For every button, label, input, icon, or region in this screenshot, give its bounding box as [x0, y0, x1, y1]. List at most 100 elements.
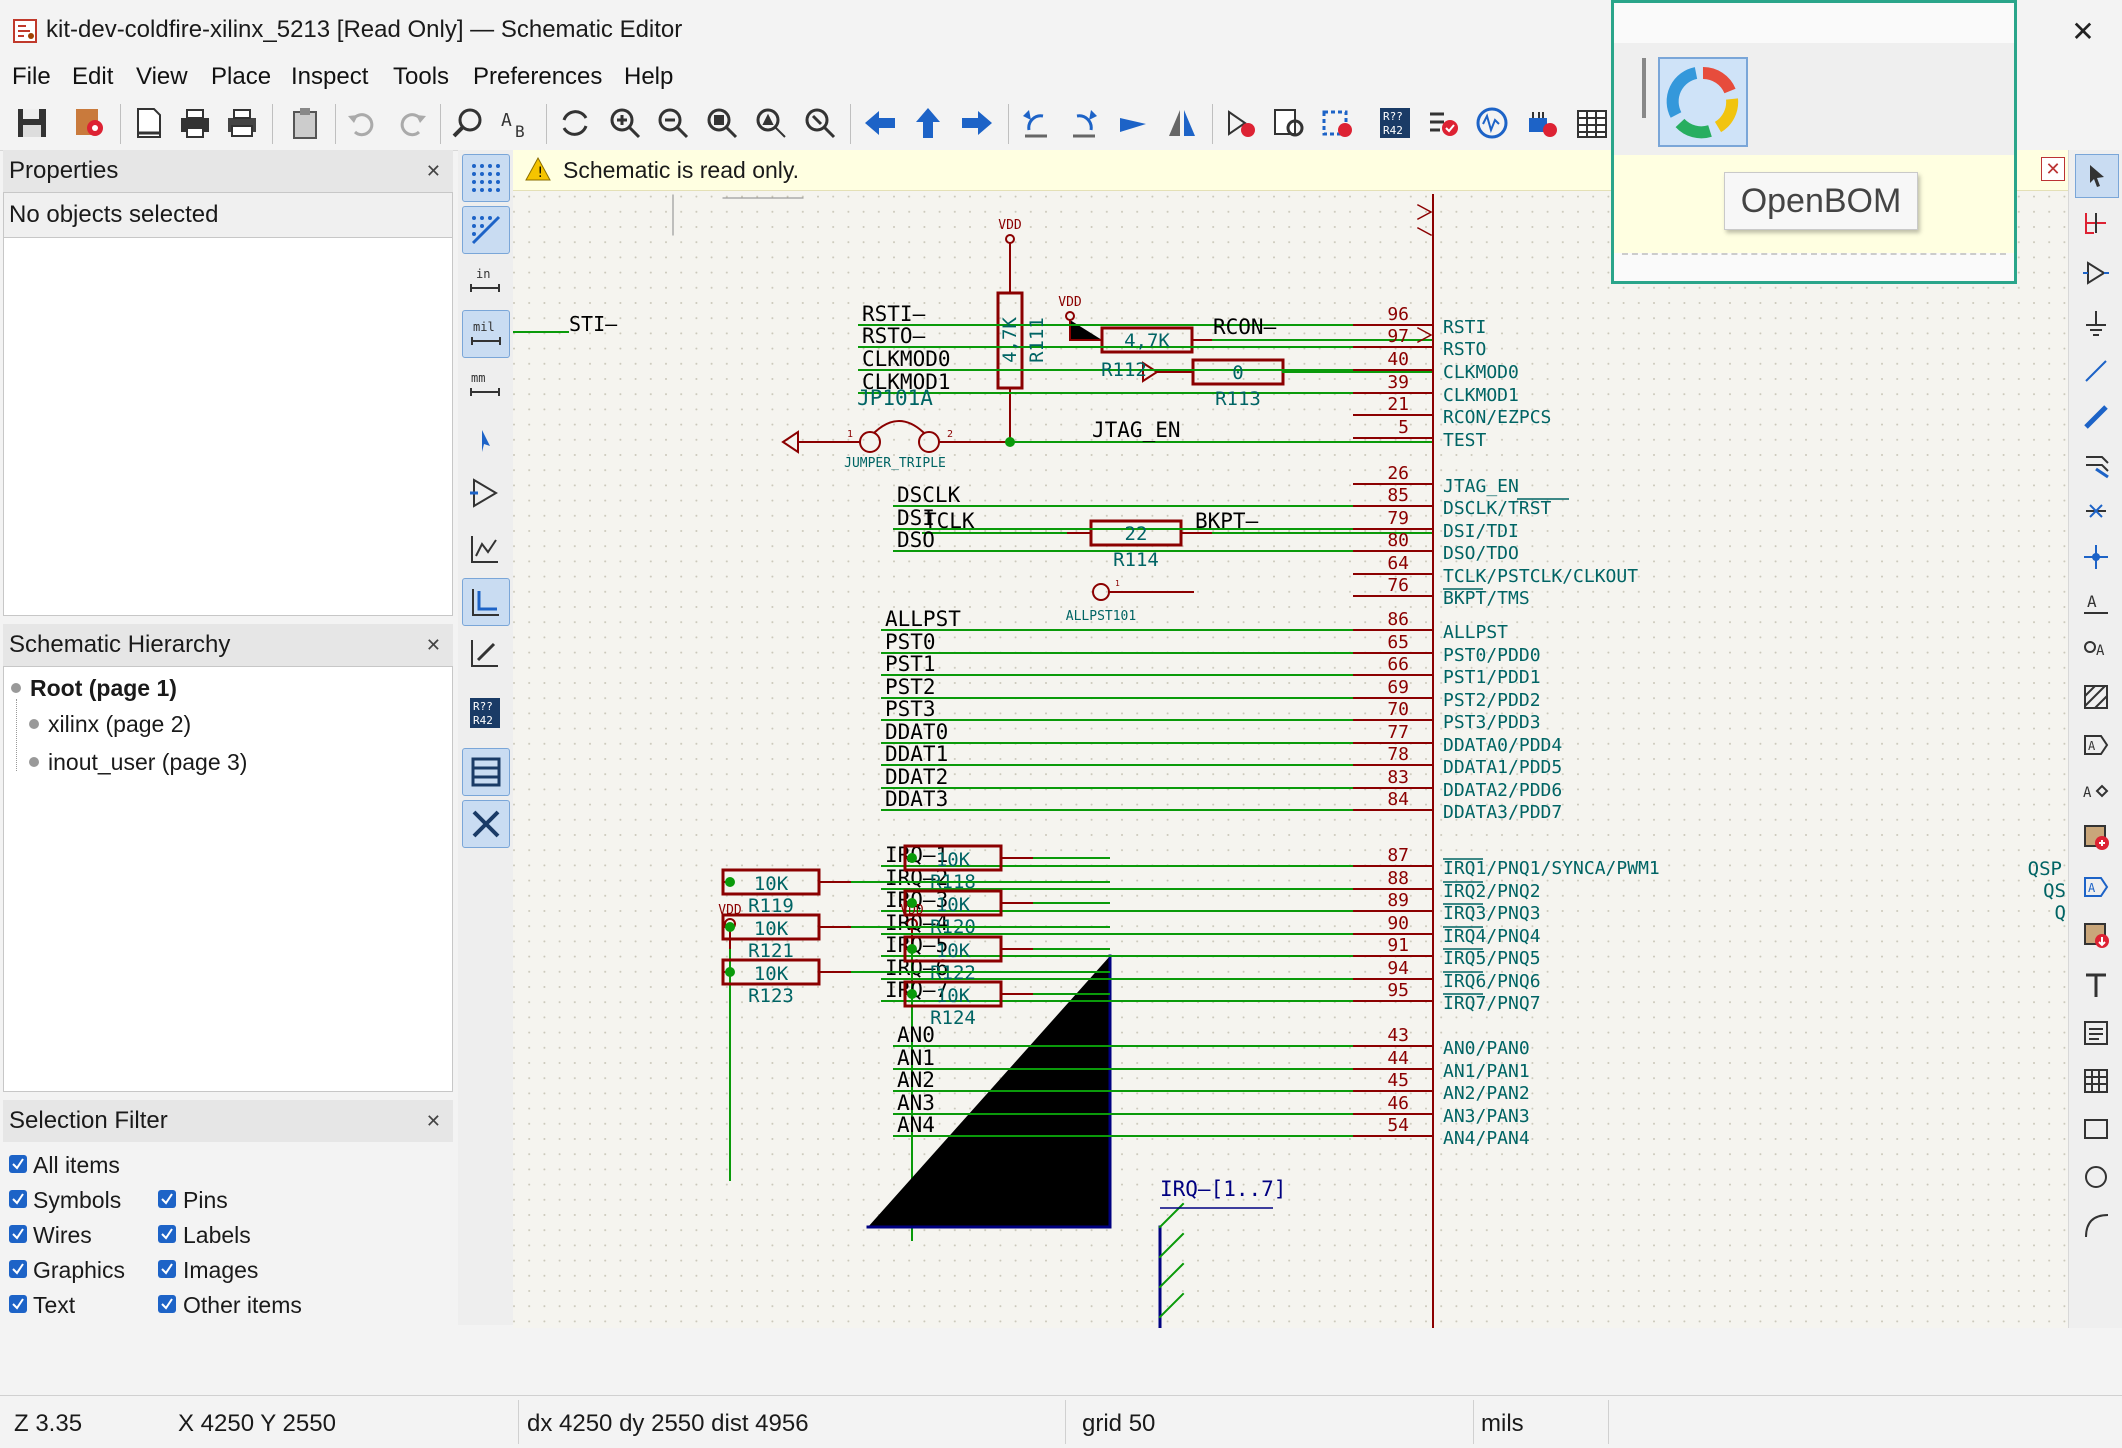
net-class-icon[interactable]: A: [2075, 628, 2117, 670]
simulator-icon[interactable]: [1472, 102, 1512, 144]
line-mode-45-icon[interactable]: [462, 630, 508, 676]
rotate-ccw-icon[interactable]: [1016, 102, 1056, 144]
pcb-editor-icon[interactable]: [1522, 102, 1562, 144]
resistor-ref: R111: [1026, 317, 1048, 363]
grid-toggle-icon[interactable]: [462, 154, 510, 202]
highlight-net-icon[interactable]: [2075, 202, 2117, 244]
zoom-selection-icon[interactable]: [800, 102, 840, 144]
zoom-objects-icon[interactable]: [751, 102, 791, 144]
close-infobar-icon[interactable]: ✕: [2041, 157, 2065, 181]
circle-icon[interactable]: [2075, 1156, 2117, 1198]
hier-sheet-icon[interactable]: [2075, 816, 2117, 858]
hierarchy-item-xilinx[interactable]: xilinx (page 2): [48, 711, 192, 737]
checkbox-text[interactable]: [9, 1295, 27, 1313]
mirror-vertical-icon[interactable]: [1113, 102, 1153, 144]
menu-preferences[interactable]: Preferences: [473, 63, 603, 90]
arc-icon[interactable]: [2075, 1204, 2117, 1246]
bus-entry-icon[interactable]: [2075, 444, 2117, 486]
navigate-forward-icon[interactable]: [957, 102, 997, 144]
close-selection-filter-icon[interactable]: ✕: [425, 1111, 441, 1131]
plot-icon[interactable]: [222, 102, 262, 144]
net-label-icon[interactable]: A: [2075, 582, 2117, 624]
hier-label-icon[interactable]: A: [2075, 770, 2117, 812]
hierarchy-item-inout-user[interactable]: inout_user (page 3): [48, 749, 248, 775]
checkbox-pins[interactable]: [158, 1190, 176, 1208]
paste-icon[interactable]: [285, 102, 325, 144]
place-symbol-icon[interactable]: [2075, 252, 2117, 294]
symbol-editor-icon[interactable]: [1220, 102, 1260, 144]
refresh-icon[interactable]: [555, 102, 595, 144]
bom-icon[interactable]: [1572, 102, 1612, 144]
sheet-pin-icon[interactable]: A: [2075, 866, 2117, 908]
text-icon[interactable]: [2075, 964, 2117, 1006]
units-inches-icon[interactable]: in: [462, 258, 508, 304]
menu-help[interactable]: Help: [624, 63, 674, 90]
draw-wire-icon[interactable]: [2075, 350, 2117, 392]
redo-icon[interactable]: [392, 102, 432, 144]
line-mode-90-icon[interactable]: [462, 578, 510, 626]
print-icon[interactable]: [175, 102, 215, 144]
hierarchy-navigator-icon[interactable]: [462, 748, 510, 796]
checkbox-graphics[interactable]: [9, 1260, 27, 1278]
checkbox-symbols[interactable]: [9, 1190, 27, 1208]
show-pin-types-icon[interactable]: [462, 470, 508, 516]
place-power-icon[interactable]: [2075, 302, 2117, 344]
navigate-back-icon[interactable]: [860, 102, 900, 144]
properties-toggle-icon[interactable]: [462, 800, 510, 848]
annotation-toggle-icon[interactable]: R??R42: [462, 690, 508, 736]
close-properties-icon[interactable]: ✕: [425, 161, 441, 181]
close-hierarchy-icon[interactable]: ✕: [425, 635, 441, 655]
checkbox-wires[interactable]: [9, 1225, 27, 1243]
zoom-in-icon[interactable]: [605, 102, 645, 144]
openbom-plugin-button[interactable]: [1658, 57, 1748, 147]
menu-tools[interactable]: Tools: [393, 63, 450, 90]
global-label-icon[interactable]: A: [2075, 724, 2117, 766]
hierarchy-panel-header: Schematic Hierarchy ✕: [3, 624, 453, 666]
undo-icon[interactable]: [342, 102, 382, 144]
jumper-ref: JP101A: [857, 386, 933, 410]
no-connect-icon[interactable]: [2075, 490, 2117, 532]
junction-icon[interactable]: [2075, 536, 2117, 578]
checkbox-labels[interactable]: [158, 1225, 176, 1243]
erc-icon[interactable]: [1423, 102, 1463, 144]
rule-area-icon[interactable]: [2075, 676, 2117, 718]
save-icon[interactable]: [12, 102, 52, 144]
menu-view[interactable]: View: [136, 63, 188, 90]
zoom-fit-icon[interactable]: [702, 102, 742, 144]
grid-overrides-icon[interactable]: [462, 206, 510, 254]
schematic-setup-icon[interactable]: [70, 102, 110, 144]
cursor-crosshair-icon[interactable]: [462, 418, 508, 464]
import-sheet-pin-icon[interactable]: [2075, 914, 2117, 956]
navigate-up-icon[interactable]: [908, 102, 948, 144]
line-mode-free-icon[interactable]: [462, 526, 508, 572]
menu-file[interactable]: File: [12, 63, 51, 90]
find-icon[interactable]: [448, 102, 488, 144]
footprint-assign-icon[interactable]: [1317, 102, 1357, 144]
pin-name: ALLPST: [1443, 622, 1508, 643]
rotate-cw-icon[interactable]: [1064, 102, 1104, 144]
menu-place[interactable]: Place: [211, 63, 272, 90]
annotate-icon[interactable]: R??R42: [1375, 102, 1415, 144]
textbox-icon[interactable]: [2075, 1012, 2117, 1054]
status-grid: grid 50: [1082, 1410, 1156, 1437]
menu-edit[interactable]: Edit: [72, 63, 114, 90]
close-window-button[interactable]: ✕: [2071, 16, 2095, 47]
checkbox-other-items[interactable]: [158, 1295, 176, 1313]
checkbox-images[interactable]: [158, 1260, 176, 1278]
table-icon[interactable]: [2075, 1060, 2117, 1102]
units-mils-icon[interactable]: mil: [462, 310, 510, 358]
menu-inspect[interactable]: Inspect: [291, 63, 369, 90]
zoom-out-icon[interactable]: [653, 102, 693, 144]
page-settings-icon[interactable]: [128, 102, 168, 144]
symbol-browser-icon[interactable]: [1268, 102, 1308, 144]
mirror-horizontal-icon[interactable]: [1162, 102, 1202, 144]
units-mm-icon[interactable]: mm: [462, 362, 508, 408]
schematic-drawing[interactable]: 96RSTIRSTI—97RSTORSTO—40CLKMOD0CLKMOD039…: [513, 150, 2068, 1328]
select-tool-icon[interactable]: [2075, 154, 2119, 198]
draw-bus-icon[interactable]: [2075, 396, 2117, 438]
hierarchy-root[interactable]: Root (page 1): [30, 675, 177, 701]
checkbox-all-items[interactable]: [9, 1155, 27, 1173]
rectangle-icon[interactable]: [2075, 1108, 2117, 1150]
